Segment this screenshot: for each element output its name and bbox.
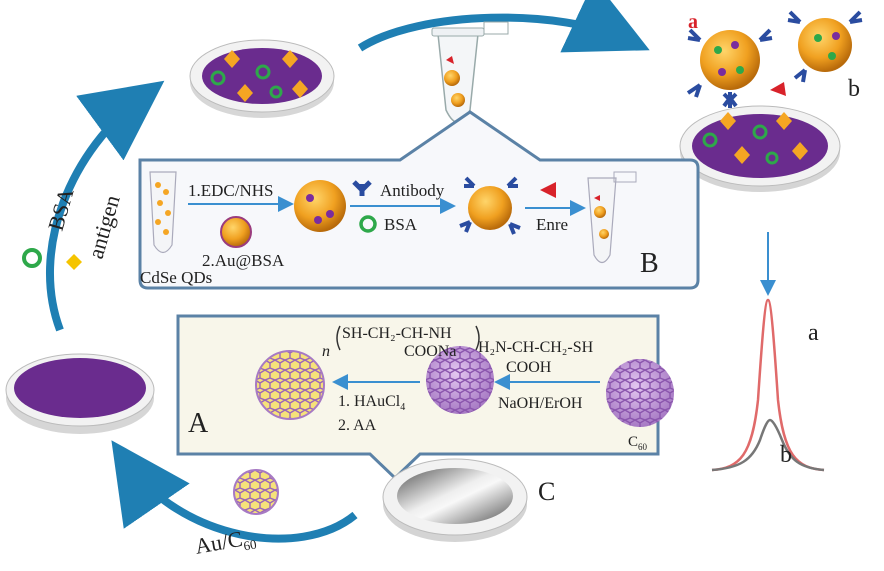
peak-b: [711, 418, 825, 472]
au-bsa-particle: [220, 216, 252, 248]
panel-b-enre: Enre: [536, 215, 568, 234]
bsa-antigen-labels: BSA antigen: [22, 185, 125, 270]
arrow-top: [357, 0, 650, 53]
c60-label: C: [628, 434, 638, 450]
c60-label-sub: 60: [638, 442, 648, 452]
panel-b-cdse-label: CdSe QDs: [140, 268, 212, 287]
electrode-antigen-bsa: [189, 39, 335, 118]
electrode-assembled: [679, 92, 841, 192]
bsa-icon: [359, 215, 377, 233]
peak-a: [711, 298, 825, 472]
panel-b-step1: 1.EDC/NHS: [188, 181, 273, 200]
svg-text:C60: C60: [628, 434, 648, 452]
panel-b-step2: 2.Au@BSA: [202, 251, 285, 270]
svg-text:Au/C60: Au/C60: [193, 524, 258, 562]
peak-b-label: b: [780, 442, 792, 468]
enre-molecule: [770, 82, 786, 96]
panel-a-reagent-top: H₂N-CH-CH₂-SH: [478, 339, 594, 356]
panel-a-reagent-bottom: COOH: [506, 359, 552, 376]
panel-a: C60 H₂N-CH-CH₂-SH COOH NaOH/ErOH n SH-CH…: [176, 314, 674, 481]
panel-a-step2: 2. AA: [338, 417, 377, 434]
probe-a: [686, 28, 773, 108]
panel-a-polymer-top: SH-CH₂-CH-NH: [342, 325, 452, 342]
enre-icon: [540, 182, 556, 198]
au-c60-cage: [255, 350, 325, 420]
antigen-yellow-icon: [66, 254, 82, 270]
probe-b-label: b: [848, 76, 860, 102]
bsa-protein: [210, 64, 283, 99]
arrow-left: [45, 80, 165, 332]
bsa-green-icon: [22, 248, 42, 268]
probe-a-label: a: [688, 11, 698, 33]
electrode-label: C: [538, 477, 555, 506]
au-c60-bottom: Au/C60: [193, 469, 279, 562]
cycle-bsa-label: BSA: [43, 185, 79, 233]
cycle-antigen-label: antigen: [83, 192, 125, 261]
electrode-bare-c: C: [382, 458, 555, 542]
panel-b: 1.EDC/NHS 2.Au@BSA CdSe QDs Antibody BSA…: [138, 110, 700, 290]
composite-particle: [294, 180, 346, 232]
panel-a-letter: A: [188, 408, 209, 439]
cycle-au-c60-label: Au/C: [193, 526, 244, 559]
cycle-arrows: [45, 0, 776, 543]
antigen-diamond: [224, 50, 308, 102]
electrode-au-c60: [5, 353, 155, 434]
panel-a-step1: 1. HAuCl: [338, 393, 401, 410]
peak-a-label: a: [808, 320, 819, 346]
signal-plot: a b: [711, 298, 825, 472]
arrow-bottom: [111, 440, 358, 543]
panel-b-letter: B: [640, 248, 659, 279]
antibody-icon: [352, 180, 372, 196]
svg-text:1. HAuCl4: 1. HAuCl4: [338, 393, 405, 413]
panel-a-polymer-prefix: n: [322, 343, 330, 360]
probe-b: [787, 10, 863, 83]
labelled-probe: [468, 186, 512, 230]
tube-top: [431, 21, 509, 124]
panel-b-bsa: BSA: [384, 215, 418, 234]
panel-a-polymer-bottom: COONa: [404, 343, 456, 360]
panel-a-step1-sub: 4: [400, 402, 405, 413]
panel-a-conditions: NaOH/ErOH: [498, 395, 583, 412]
panel-b-antibody: Antibody: [380, 181, 445, 200]
cycle-au-c60-sub: 60: [242, 536, 257, 553]
